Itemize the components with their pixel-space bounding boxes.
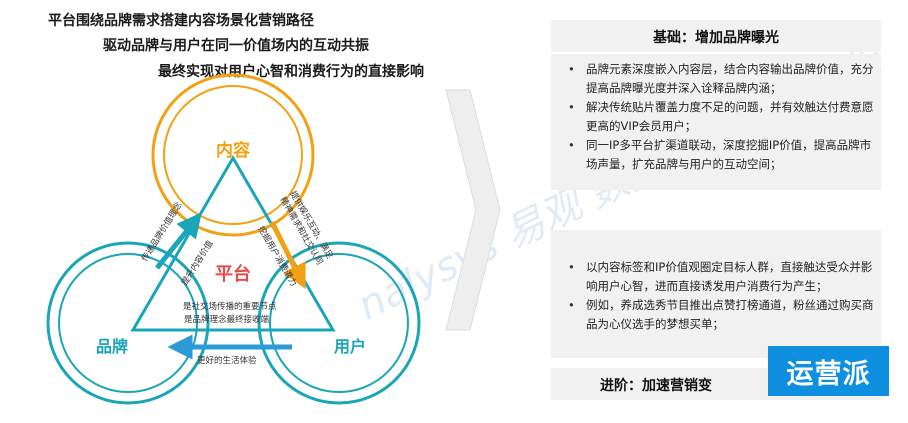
node-content-label: 内容 xyxy=(216,140,250,161)
content-circle-outer xyxy=(151,73,315,237)
list-item: 以内容标签和IP价值观圈定目标人群，直接触达受众并影响用户心智，进而直接诱发用户… xyxy=(566,258,878,296)
panel-top-title-bg xyxy=(551,20,881,52)
edge-label-center-b: 是品牌理念最终接收端 xyxy=(184,314,270,325)
node-platform-label: 平台 xyxy=(215,263,251,285)
brand-circle-outer xyxy=(46,241,210,405)
list-item: 解决传统贴片覆盖力度不足的问题，并有效触达付费意愿更高的VIP会员用户； xyxy=(566,98,878,136)
list-item: 例如，养成选秀节目推出点赞打榜通道，粉丝通过购买商品为心仪选手的梦想买单； xyxy=(566,296,878,334)
panel-bottom-bullets: 以内容标签和IP价值观圈定目标人群，直接触达受众并影响用户心智，进而直接诱发用户… xyxy=(566,258,878,334)
panel-top-title: 基础：增加品牌曝光 xyxy=(653,30,779,46)
headline-1: 平台围绕品牌需求搭建内容场景化营销路径 xyxy=(48,13,314,29)
content-circle-inner xyxy=(163,85,303,225)
edge-label-center-a: 是社交场传播的重要节点 xyxy=(183,301,277,312)
chevron-right-icon xyxy=(445,89,501,331)
user-circle-inner xyxy=(269,253,409,393)
edge-label-user-brand: 更好的生活体验 xyxy=(197,355,257,366)
list-item: 品牌元素深度嵌入内容层，结合内容输出品牌价值，充分提高品牌曝光度并深入诠释品牌内… xyxy=(566,60,878,98)
edge-label-content-brand: 提升内容价值 xyxy=(179,238,216,288)
arrow-content-to-user xyxy=(269,220,306,290)
panel-bottom-title: 进阶：加速营销变 xyxy=(600,378,712,394)
headline-2: 驱动品牌与用户在同一价值场内的互动共振 xyxy=(103,38,369,54)
arrow-brand-to-content xyxy=(155,212,202,270)
list-item: 同一IP多平台扩渠道联动，深度挖掘IP价值，提高品牌市场声量，扩充品牌与用户的互… xyxy=(566,136,878,174)
user-circle-outer xyxy=(257,241,421,405)
brand-circle-inner xyxy=(58,253,198,393)
logo: 运营派 xyxy=(768,346,889,396)
node-user-label: 用户 xyxy=(334,337,366,356)
panel-top-bullets: 品牌元素深度嵌入内容层，结合内容输出品牌价值，充分提高品牌曝光度并深入诠释品牌内… xyxy=(566,60,878,174)
node-brand-label: 品牌 xyxy=(96,337,128,356)
